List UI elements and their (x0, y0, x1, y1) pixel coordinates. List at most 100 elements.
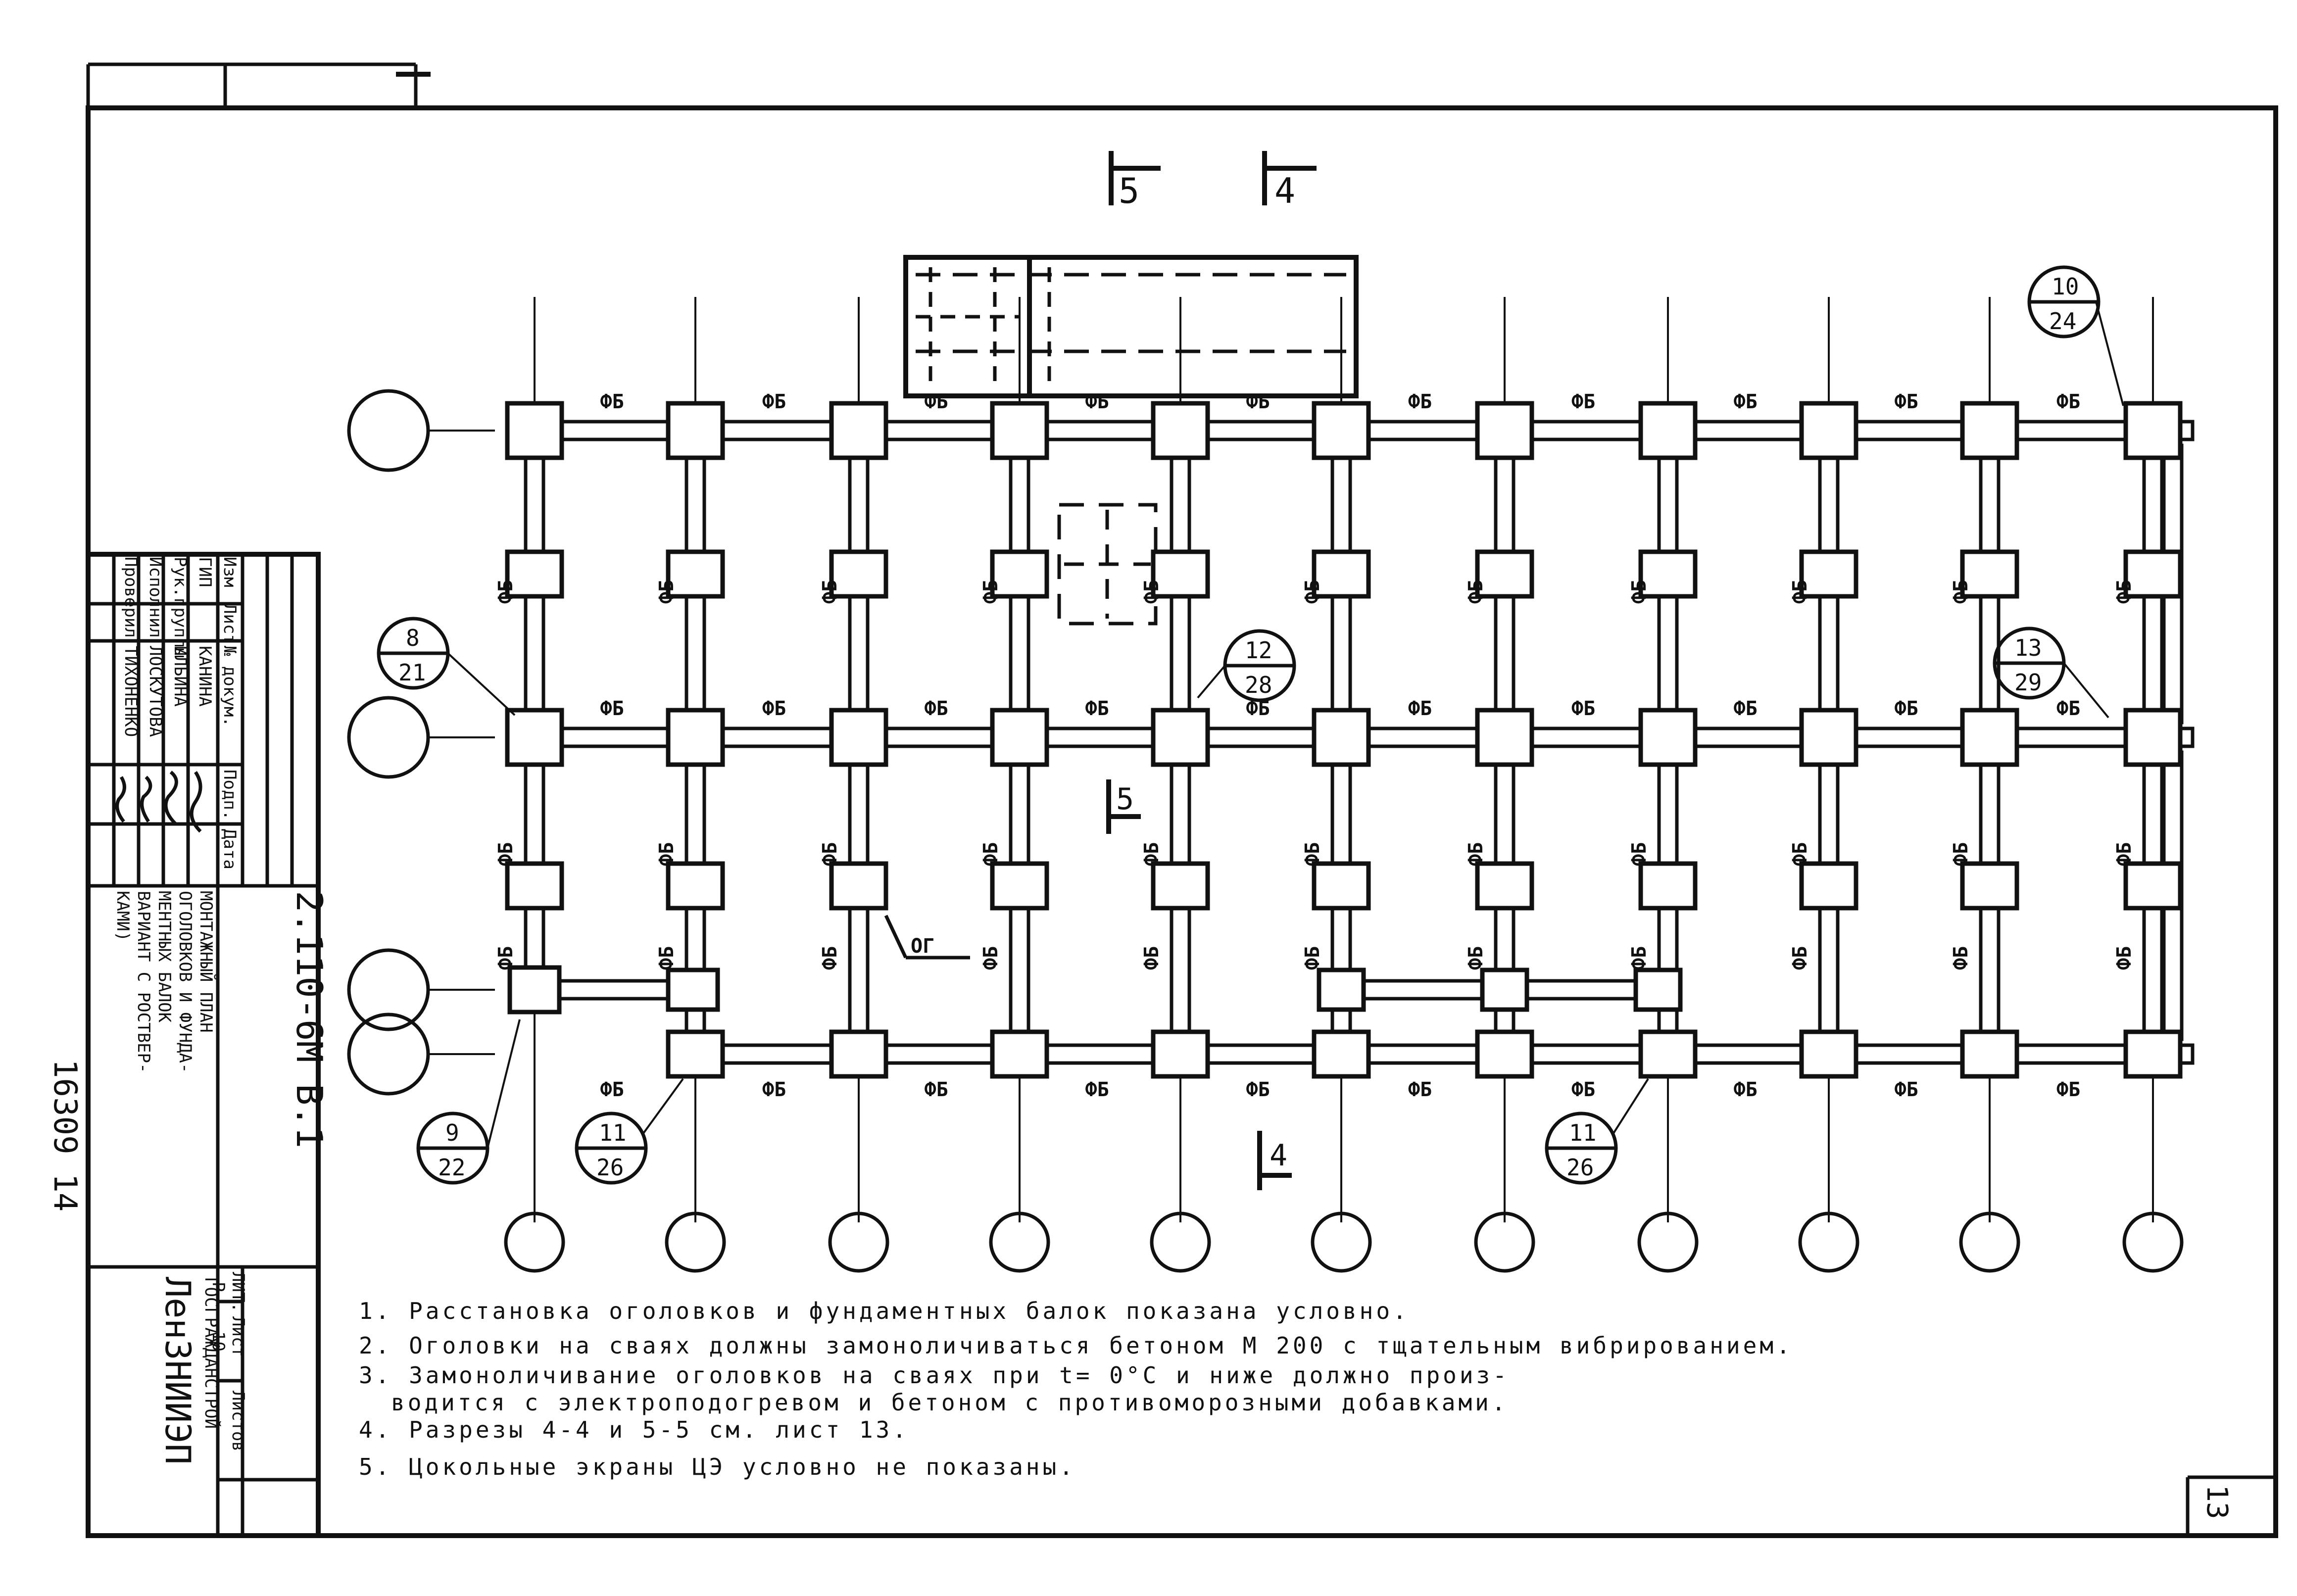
section-marker: 5 (1109, 151, 1161, 211)
pile-cap (1312, 549, 1371, 599)
axis-bubble (1798, 1211, 1859, 1273)
beam-label: ФБ (1085, 697, 1109, 720)
callout-top: 13 (2014, 634, 2042, 661)
foundation-beam (708, 420, 846, 441)
foundation-beam (1193, 726, 1328, 748)
foundation-beam (1354, 420, 1492, 441)
beam-label: ФБ (1140, 580, 1163, 604)
foundation-beam (1032, 420, 1168, 441)
tb-header-list: Лист (220, 604, 240, 644)
pile-cap (2123, 708, 2183, 767)
pile-cap (505, 549, 564, 599)
pile-cap (1960, 861, 2019, 911)
beam-label: ФБ (1950, 842, 1972, 866)
foundation-beam (547, 979, 683, 1001)
foundation-beam (1842, 420, 1977, 441)
beam-label: ФБ (1465, 946, 1487, 970)
beam-label: ФБ (1628, 946, 1651, 970)
pile-cap (990, 708, 1049, 767)
axis-bubble (1311, 1211, 1372, 1273)
pile-cap (829, 401, 888, 460)
pile-cap (2123, 1029, 2183, 1079)
tb-header-izm: Изм (220, 557, 240, 587)
beam-label: ФБ (655, 946, 678, 970)
pile-cap (829, 1029, 888, 1079)
lit-value: Р (208, 1282, 228, 1292)
beam-label: ФБ (2113, 842, 2136, 866)
tb-name: ИЛЬИНА (170, 646, 190, 707)
beam-labels: ФБ ФБ ФБ ФБ ФБ ФБ ФБ ФБ ФБ ФБ ФБ ФБ ФБ ФБ ФБ ФБ ФБ ФБ ФБ ФБ… (494, 390, 2136, 1101)
pile-cap (1480, 967, 1529, 1012)
foundation-beam (1842, 726, 1977, 748)
foundation-beam (1032, 726, 1168, 748)
callout-top: 11 (599, 1119, 626, 1146)
axis-bubble (1637, 1211, 1699, 1273)
pile-cap (1312, 861, 1371, 911)
pile-cap (505, 401, 564, 460)
pile-cap (1960, 1029, 2019, 1079)
beam-label: ФБ (1628, 842, 1651, 866)
pile-cap (666, 708, 725, 767)
beam-label: ФБ (1140, 842, 1163, 866)
pile-cap (1475, 549, 1534, 599)
note-3-cont: водится с электроподогревом и бетоном с … (391, 1389, 1509, 1416)
beam-label: ФБ (1950, 580, 1972, 604)
pile-cap (1475, 401, 1534, 460)
sheet-label: Лист (228, 1316, 248, 1357)
pile-cap (507, 965, 562, 1015)
foundation-beam (1681, 420, 1816, 441)
axis-bubble (1150, 1211, 1211, 1273)
pile-cap (1151, 401, 1210, 460)
beam-label: ФБ (979, 842, 1002, 866)
pile-cap (829, 708, 888, 767)
callout-top: 9 (445, 1119, 459, 1146)
sheets-label: Листов (228, 1391, 248, 1451)
callouts: 10 24 8 21 12 28 13 29 9 (377, 265, 2124, 1185)
callout-top: 12 (1245, 637, 1272, 664)
axis-bubble (1959, 1211, 2020, 1273)
sheet-title-line: МОНТАЖНЫЙ ПЛАН (196, 891, 216, 1033)
callout-bottom: 22 (438, 1154, 465, 1181)
beam-label: ФБ (1140, 946, 1163, 970)
foundation-beam (547, 420, 683, 441)
tb-header-sign: Подп. (220, 770, 240, 820)
pile-cap (666, 1029, 725, 1079)
axis-bubble (2122, 1211, 2184, 1273)
beam-label: ФБ (1789, 946, 1811, 970)
beam-label: ФБ (1789, 580, 1811, 604)
beam-label: ФБ (1789, 842, 1811, 866)
tb-role: Исполнил (146, 557, 165, 638)
axis-bubble-a (347, 389, 430, 472)
beam-label: ФБ (2056, 1078, 2080, 1101)
callout-top: 11 (1569, 1119, 1596, 1146)
pile-cap (990, 549, 1049, 599)
pile-cap (2123, 401, 2183, 460)
callout-bottom: 21 (398, 659, 426, 686)
beam-label: ФБ (494, 580, 517, 604)
tb-header-date: Дата (220, 829, 240, 870)
beam-label: ФБ (1408, 1078, 1432, 1101)
foundation-beam (1517, 1043, 1655, 1065)
foundation-beam (1193, 420, 1328, 441)
foundation-beam (547, 726, 683, 748)
axis-bubble-c (347, 948, 430, 1031)
pile-cap (1638, 401, 1698, 460)
callout-bottom: 26 (1566, 1154, 1594, 1181)
note-3: 3. Замоноличивание оголовков на сваях пр… (359, 1362, 1510, 1389)
foundation-beam (872, 420, 1007, 441)
beam-label: ФБ (819, 946, 841, 970)
pile-cap (990, 401, 1049, 460)
callout-bottom: 29 (2014, 669, 2042, 696)
pile-cap (1638, 549, 1698, 599)
tb-role: Рук.группы (170, 557, 190, 658)
sheet-code: 2.110-6М В.1 (289, 891, 330, 1148)
pile-cap (1799, 861, 1858, 911)
pile-cap (1475, 708, 1534, 767)
beam-label: ФБ (1734, 1078, 1758, 1101)
sheet-title-line: МЕНТНЫХ БАЛОК (154, 891, 174, 1023)
sheet-title-line: ВАРИАНТ С РОСТВЕР- (134, 891, 153, 1073)
section-marker-label: 4 (1274, 171, 1295, 211)
pile-cap (1799, 708, 1858, 767)
pile-cap (1151, 1029, 1210, 1079)
pile-cap (505, 708, 564, 767)
